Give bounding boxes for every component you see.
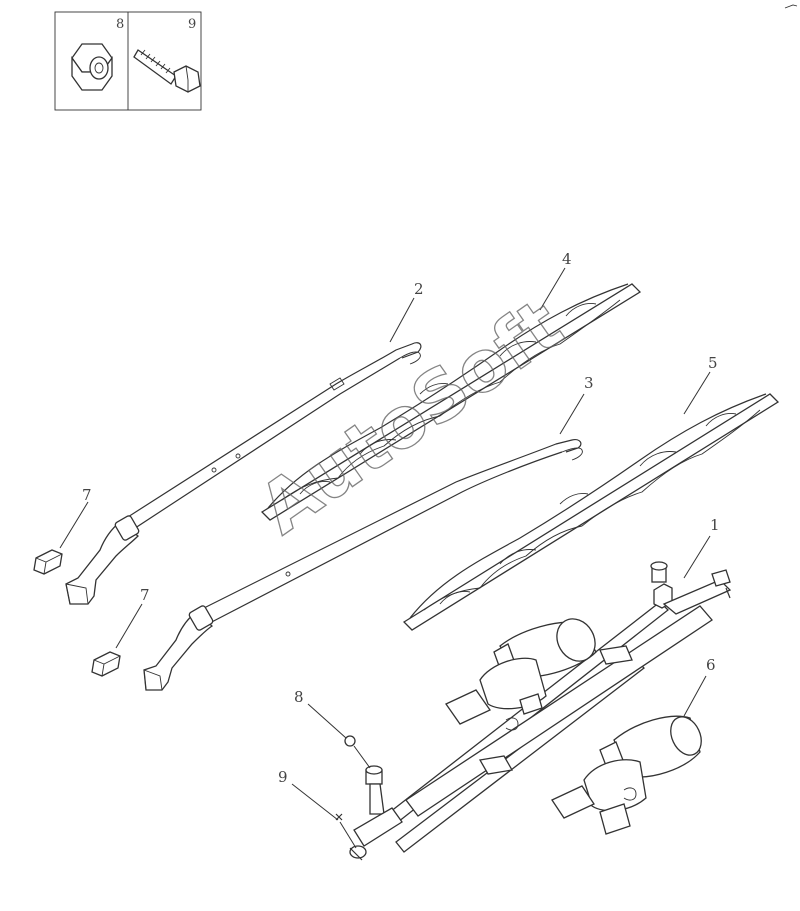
callout-1: 1 bbox=[710, 516, 720, 534]
callout-9: 9 bbox=[278, 768, 288, 786]
arm-cap[interactable] bbox=[33, 549, 63, 575]
watermark: AutoSoft bbox=[245, 283, 577, 550]
wiper-arm-left[interactable] bbox=[65, 342, 422, 605]
nut-marker bbox=[344, 735, 356, 747]
wiper-blade-right[interactable] bbox=[402, 393, 780, 631]
hex-nut-icon bbox=[71, 43, 113, 91]
wiper-motor[interactable] bbox=[551, 712, 707, 835]
wiper-linkage[interactable] bbox=[349, 561, 732, 861]
callout-7b: 7 bbox=[140, 586, 150, 604]
callout-4: 4 bbox=[562, 250, 572, 268]
corner-mark bbox=[784, 4, 798, 9]
callout-labels: 1 2 3 4 5 6 7 7 8 9 bbox=[82, 250, 720, 786]
callout-8: 8 bbox=[294, 688, 304, 706]
callout-3: 3 bbox=[584, 374, 594, 392]
wiper-blade-left[interactable] bbox=[260, 283, 642, 521]
inset-label-9: 9 bbox=[188, 17, 196, 32]
callout-7: 7 bbox=[82, 486, 92, 504]
inset-label-8: 8 bbox=[116, 17, 124, 32]
callout-6: 6 bbox=[706, 656, 716, 674]
wiper-arm-right[interactable] bbox=[143, 439, 583, 691]
callout-2: 2 bbox=[414, 280, 424, 298]
hex-bolt-icon bbox=[133, 49, 201, 93]
callout-5: 5 bbox=[708, 354, 718, 372]
parts-inset: 8 9 bbox=[54, 11, 202, 111]
arm-cap-2[interactable] bbox=[91, 651, 121, 677]
leader-lines bbox=[59, 267, 711, 849]
